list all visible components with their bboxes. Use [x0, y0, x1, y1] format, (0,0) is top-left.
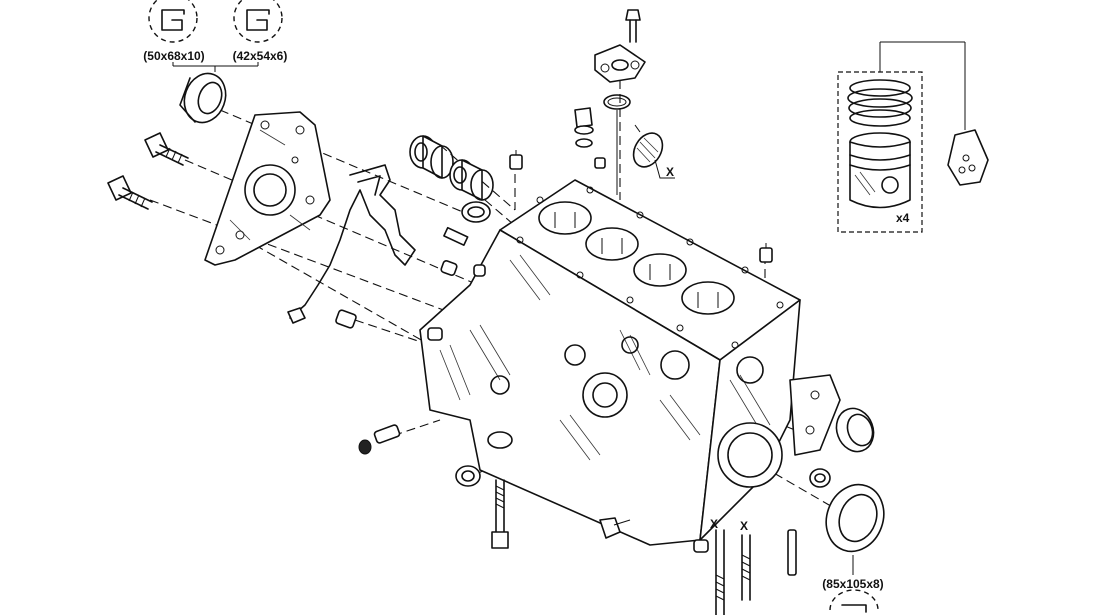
mark-core-plug: X [666, 165, 674, 179]
core-plug [632, 124, 675, 179]
dowel-bottom [787, 529, 797, 576]
dowel-pin-8 [594, 157, 606, 169]
plug-with-washer [574, 107, 594, 148]
seal-size-label-top-left: (50x68x10) [143, 49, 204, 63]
seal-icon-50x68x10 [148, 0, 198, 43]
fastener-bag [947, 129, 989, 186]
dowel-pin-1 [443, 226, 469, 246]
drain-plug [599, 517, 631, 539]
plug-lower-left [358, 424, 401, 455]
seal-icon-85x105x8 [829, 589, 879, 613]
dowel-pin-6 [509, 150, 523, 170]
front-oil-seal [179, 72, 227, 124]
dowel-pin-3 [473, 264, 486, 277]
long-bolt-bottom [491, 479, 509, 549]
seal-size-label-top-right: (42x54x6) [233, 49, 288, 63]
dowel-pin-5 [427, 327, 443, 341]
rear-oil-seal [825, 483, 885, 553]
dowel-pin-7 [759, 243, 773, 263]
sender-o-ring [603, 94, 631, 110]
piston-quantity: x4 [896, 211, 910, 225]
stud-bottom-1 [715, 529, 725, 615]
sender-bolt [625, 9, 641, 43]
cover-gasket [287, 164, 416, 324]
cylinder-bore-1 [538, 201, 592, 235]
sender-flange [594, 44, 646, 83]
mark-stud-2: X [740, 519, 748, 533]
piston-assembly [837, 71, 923, 233]
cylinder-bore-4 [681, 281, 735, 315]
cylinder-block [419, 179, 841, 546]
bearing-shell-3 [461, 201, 491, 223]
stud-bottom-2 [741, 534, 751, 601]
cylinder-bore-2 [585, 227, 639, 261]
cover-bolt-upper [144, 132, 189, 166]
bearing-shell-1 [409, 135, 454, 179]
mark-stud-1: X [710, 517, 718, 531]
seal-size-label-bottom: (85x105x8) [822, 577, 883, 591]
dowel-pin-2 [440, 260, 458, 276]
cylinder-bore-3 [633, 253, 687, 287]
dowel-pin-4 [335, 309, 357, 329]
small-plug-right [809, 468, 831, 488]
bearing-shell-2 [449, 159, 494, 201]
cover-bolt-lower [107, 175, 153, 210]
small-sleeve-bottom [693, 539, 709, 553]
piston-bracket-line [879, 41, 966, 130]
bushing-lower-left [455, 465, 481, 487]
seal-icon-bracket [172, 62, 259, 72]
rear-bushing [835, 407, 875, 453]
seal-icon-42x54x6 [233, 0, 283, 43]
oil-filter-boss [582, 372, 628, 418]
front-cover-plate [204, 111, 331, 266]
